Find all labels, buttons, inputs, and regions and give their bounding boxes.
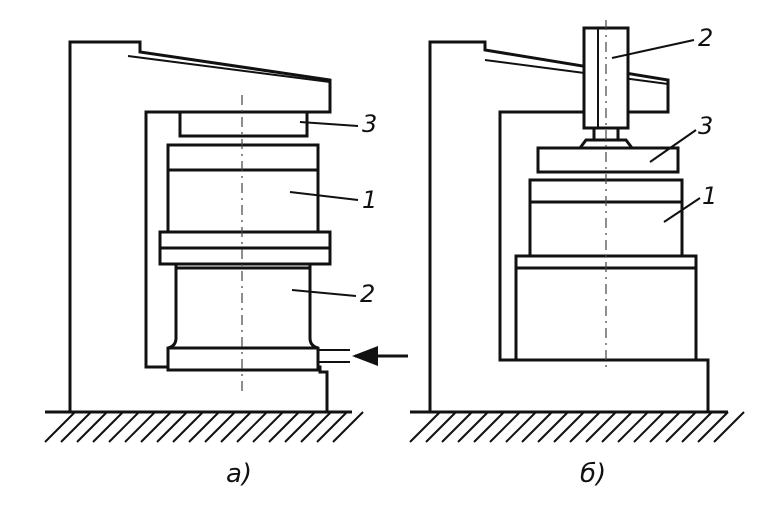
- ground-hatch-line: [92, 411, 124, 443]
- figure-a-flange: [158, 230, 332, 266]
- figure-b-label-1: 1: [702, 182, 717, 210]
- ground-hatch-line: [489, 411, 521, 443]
- ground-hatch-line: [601, 411, 633, 443]
- figure-a-frame: [68, 40, 332, 414]
- ground-hatch-line: [521, 411, 553, 443]
- figure-a: 3 1 2 a): [44, 40, 408, 489]
- figure-b-caption: б): [580, 459, 606, 489]
- ground-hatch-line: [204, 411, 236, 443]
- figure-b-frame: [428, 40, 710, 414]
- figure-b-label-3: 3: [698, 112, 713, 140]
- ground-hatch-line: [44, 411, 76, 443]
- ground-hatch-line: [617, 411, 649, 443]
- ground-hatch-line: [236, 411, 268, 443]
- ground-hatch-line: [409, 411, 441, 443]
- ground-hatch-line: [505, 411, 537, 443]
- ground-hatch-line: [553, 411, 585, 443]
- ground-hatch-line: [108, 411, 140, 443]
- ground-hatch-line: [60, 411, 92, 443]
- ground-hatch-line: [713, 411, 745, 443]
- figure-b-part-3: [536, 146, 680, 174]
- ground-hatch-line: [425, 411, 457, 443]
- ground-hatch-line: [697, 411, 729, 443]
- figure-b-label-2: 2: [698, 24, 713, 52]
- ground-hatch-line: [681, 411, 713, 443]
- ground-hatch-line: [537, 411, 569, 443]
- figure-a-ground: [44, 410, 364, 443]
- ground-hatch-line: [649, 411, 681, 443]
- figure-a-part-2: [166, 262, 320, 372]
- figure-b-ground: [409, 410, 745, 443]
- figure-a-label-2: 2: [360, 280, 375, 308]
- ground-hatch-line: [188, 411, 220, 443]
- ground-hatch-line: [156, 411, 188, 443]
- flow-arrow-icon: [352, 346, 378, 366]
- ground-hatch-line: [172, 411, 204, 443]
- ground-hatch-line: [220, 411, 252, 443]
- ground-hatch-line: [316, 411, 348, 443]
- ground-hatch-line: [569, 411, 601, 443]
- ground-hatch-line: [284, 411, 316, 443]
- ground-hatch-line: [585, 411, 617, 443]
- ground-hatch-line: [665, 411, 697, 443]
- figure-a-label-1: 1: [362, 186, 377, 214]
- ground-hatch-line: [457, 411, 489, 443]
- ground-hatch-line: [300, 411, 332, 443]
- ground-hatch-line: [76, 411, 108, 443]
- ground-hatch-line: [441, 411, 473, 443]
- figure-a-part-1: [166, 143, 320, 234]
- ground-hatch-line: [473, 411, 505, 443]
- figure-a-part-3: [178, 110, 309, 138]
- figure-b: 2 3 1 б): [409, 20, 745, 489]
- ground-hatch-line: [252, 411, 284, 443]
- figure-a-label-3: 3: [362, 110, 377, 138]
- ground-hatch-line: [633, 411, 665, 443]
- ground-hatch-line: [124, 411, 156, 443]
- figure-a-caption: a): [226, 459, 252, 489]
- ground-hatch-line: [268, 411, 300, 443]
- ground-hatch-line: [332, 411, 364, 443]
- ground-hatch-line: [140, 411, 172, 443]
- figure-a-inlet: [318, 346, 408, 366]
